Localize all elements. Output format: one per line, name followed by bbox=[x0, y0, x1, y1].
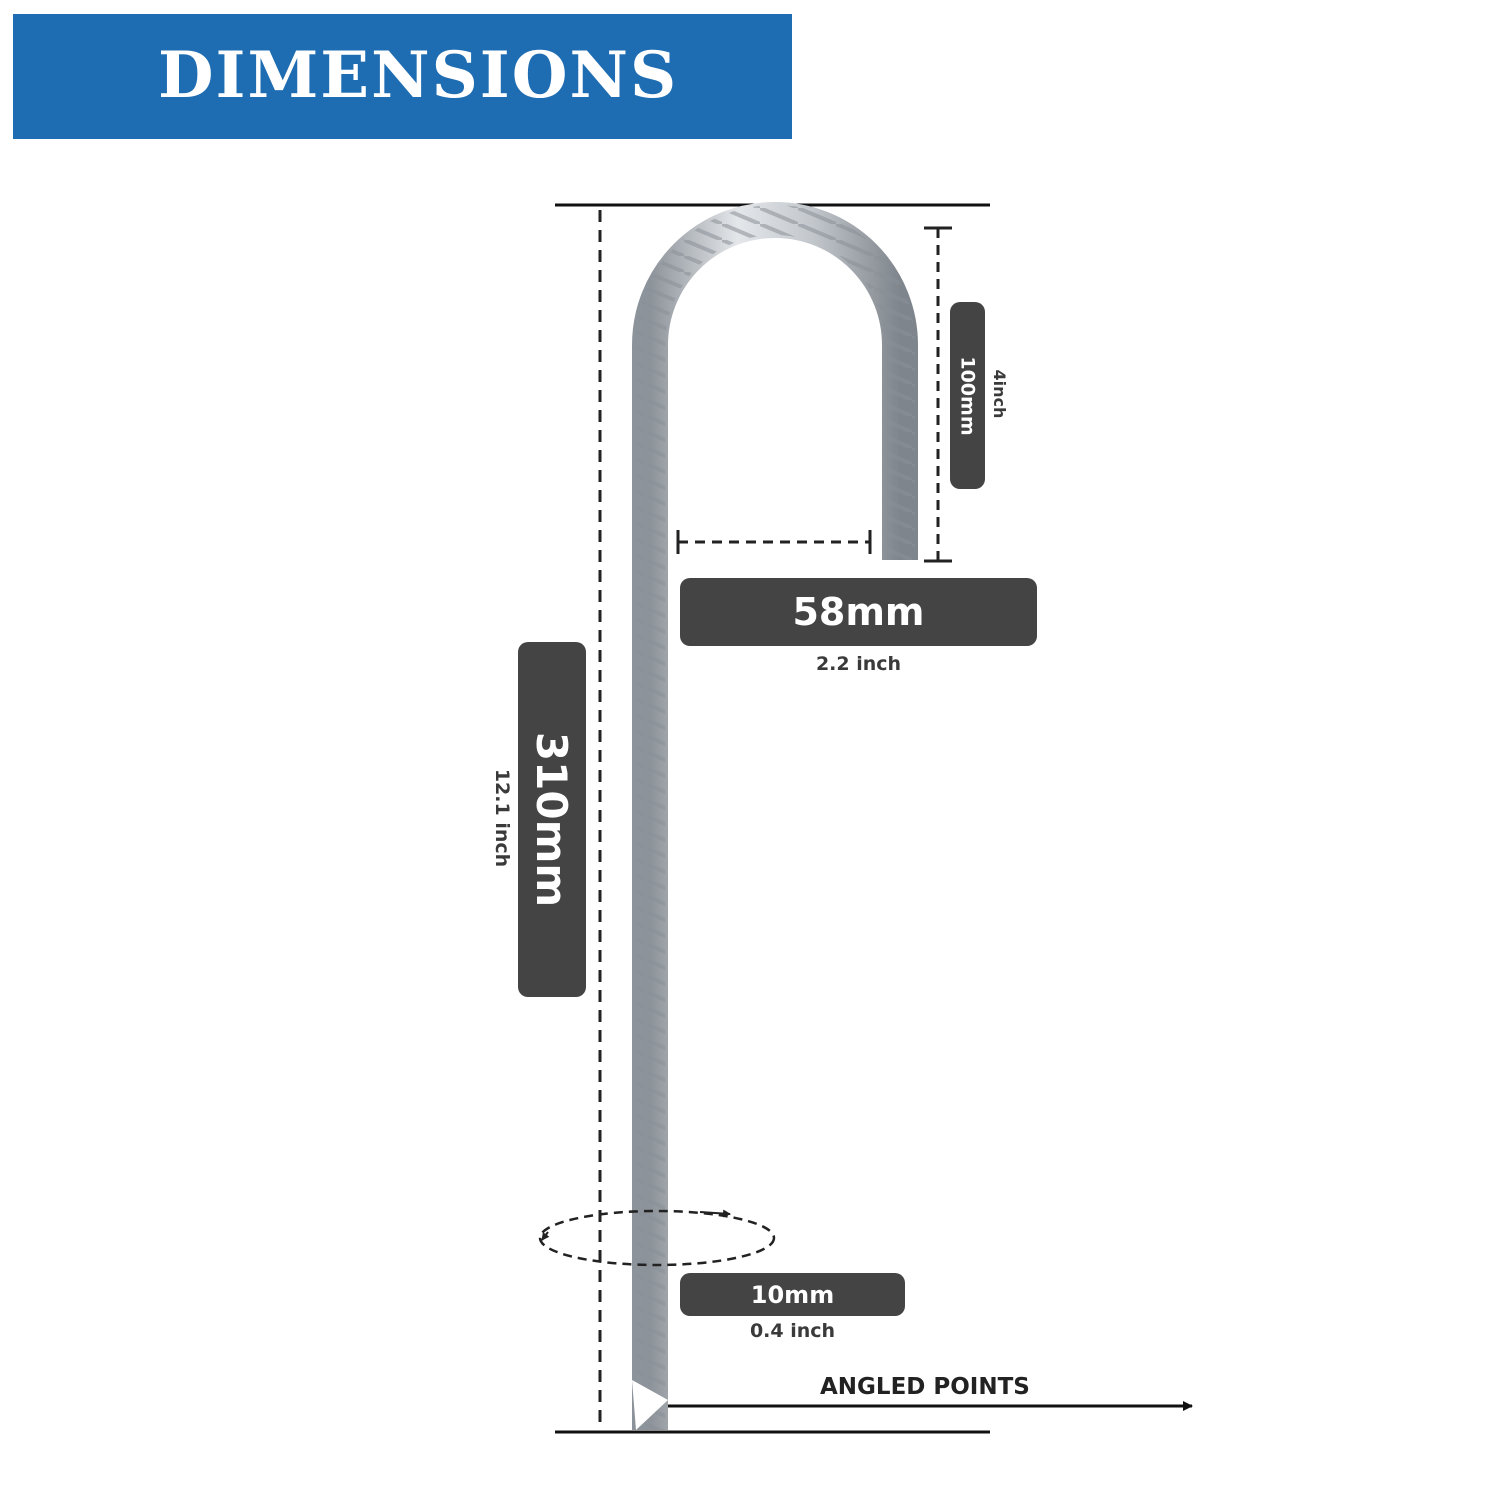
hook-height-inch-label: 4inch bbox=[990, 369, 1009, 419]
ground-stake bbox=[632, 202, 918, 1430]
hook-width-inch-label: 2.2 inch bbox=[815, 653, 902, 675]
hook-height-mm-label: 100mm bbox=[956, 355, 979, 436]
title-banner: DIMENSIONS bbox=[13, 14, 792, 139]
length-inch-label: 12.1 inch bbox=[491, 768, 513, 868]
length-mm-label: 310mm bbox=[527, 731, 577, 908]
rotation-arrow-left bbox=[541, 1231, 550, 1241]
hook-width-mm-label: 58mm bbox=[792, 590, 925, 634]
angled-points-label: ANGLED POINTS bbox=[820, 1374, 1030, 1400]
diameter-rotation-ellipse bbox=[538, 1209, 776, 1267]
length-pill: 310mm bbox=[518, 642, 586, 997]
page-title: DIMENSIONS bbox=[158, 38, 679, 113]
rotation-arrow-top bbox=[699, 1209, 731, 1218]
hook-width-pill: 58mm bbox=[680, 578, 1037, 646]
diameter-pill: 10mm bbox=[680, 1273, 905, 1316]
diameter-mm-label: 10mm bbox=[750, 1280, 835, 1309]
diameter-inch-label: 0.4 inch bbox=[749, 1320, 836, 1342]
hook-height-pill: 100mm bbox=[950, 302, 985, 489]
